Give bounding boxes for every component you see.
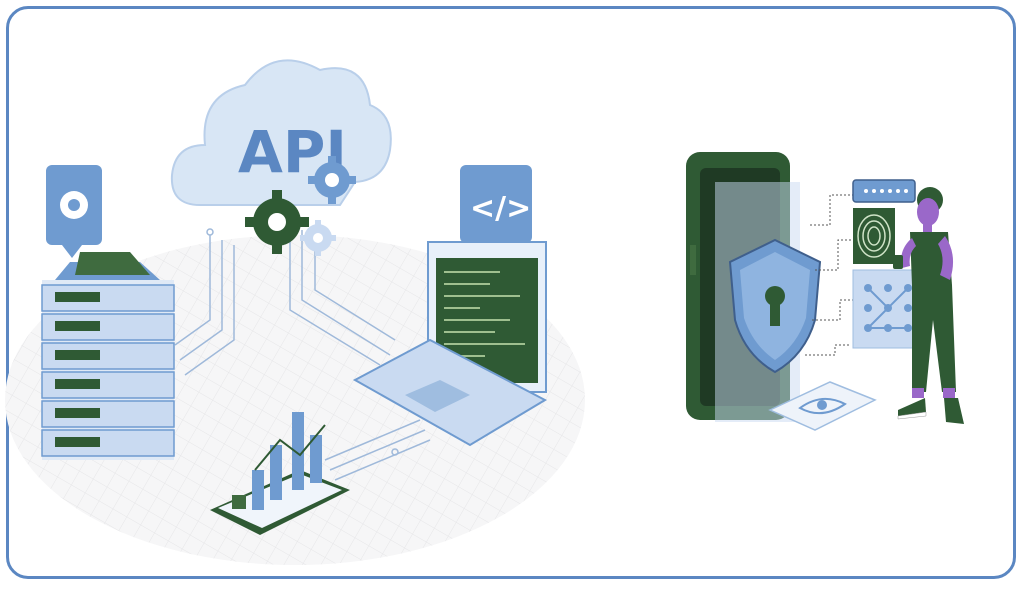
pattern-lock-icon bbox=[852, 269, 924, 349]
code-icon: </> bbox=[470, 191, 531, 226]
gear-icon bbox=[300, 220, 336, 256]
api-cloud: API bbox=[170, 59, 392, 206]
server-stack bbox=[41, 252, 175, 460]
gear-icon bbox=[308, 156, 356, 204]
person bbox=[893, 187, 964, 424]
laptop bbox=[352, 241, 548, 447]
chart-tablet bbox=[210, 412, 350, 535]
circuit-lines bbox=[174, 228, 431, 481]
eye-icon bbox=[798, 397, 847, 415]
fingerprint-icon bbox=[853, 208, 895, 264]
connector-lines bbox=[805, 194, 855, 356]
shield-icon bbox=[728, 238, 822, 374]
keyhole-icon bbox=[765, 286, 785, 326]
password-icon bbox=[852, 179, 916, 203]
eye-card bbox=[768, 381, 877, 431]
settings-bubble bbox=[46, 165, 102, 258]
gear-icon bbox=[245, 190, 309, 254]
